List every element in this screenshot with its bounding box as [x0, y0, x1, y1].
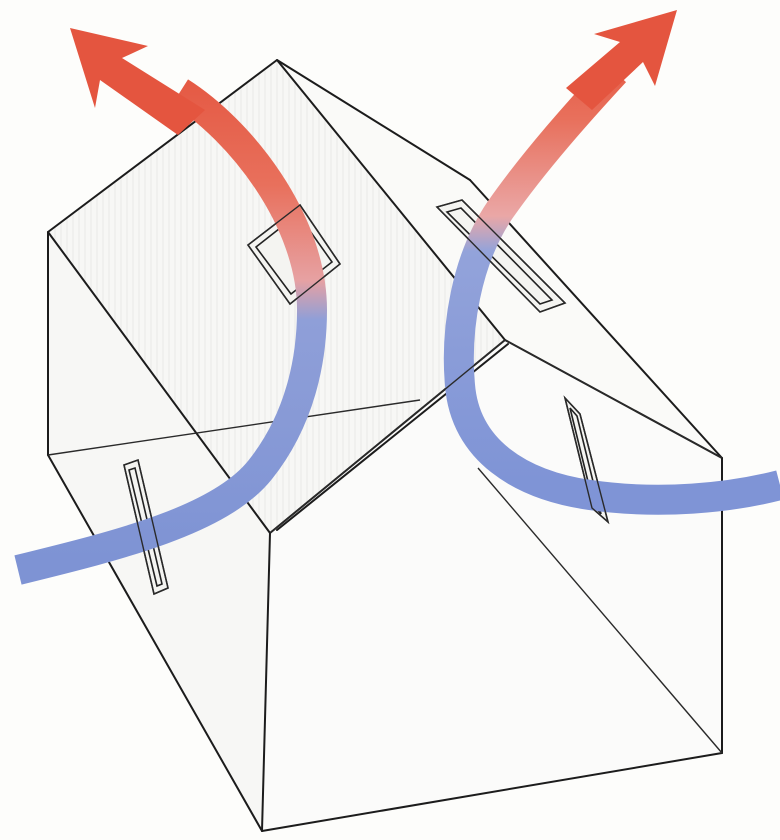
arrowhead-left	[70, 28, 205, 135]
arrowhead-right	[566, 10, 677, 110]
